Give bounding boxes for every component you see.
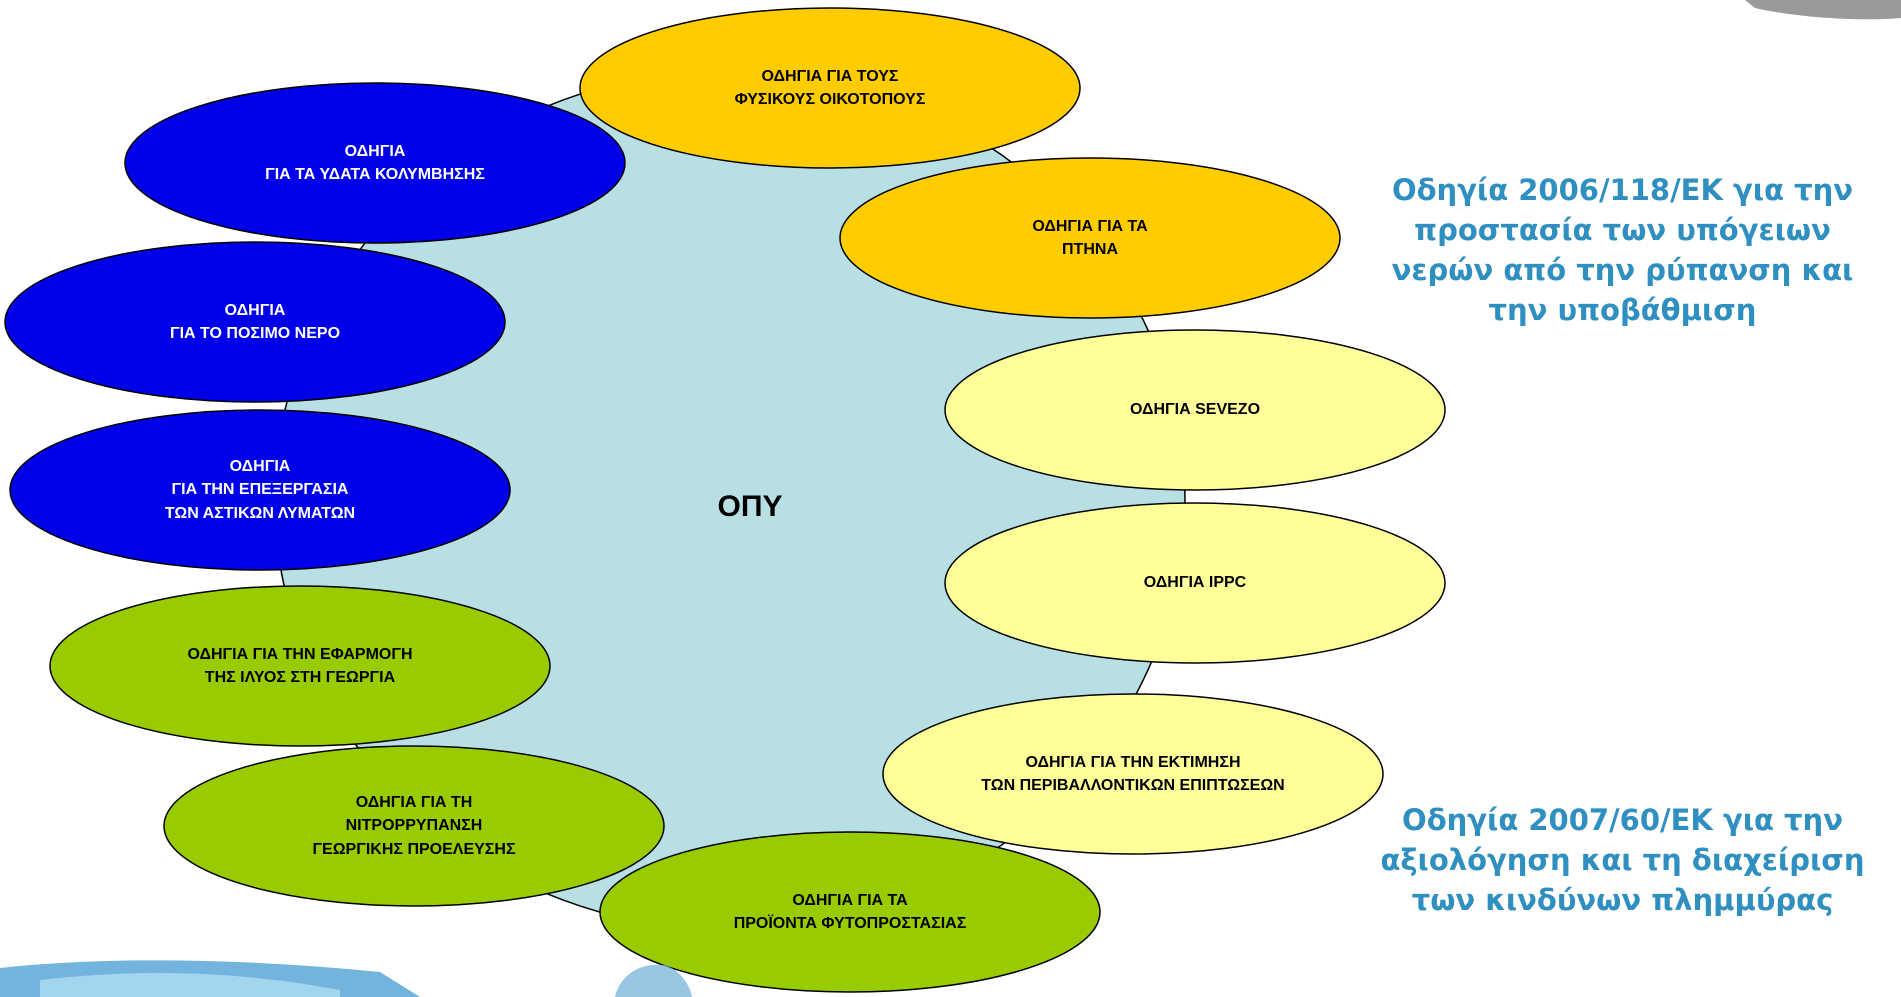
node-ellipse-ippc (944, 502, 1446, 664)
floods-directive-note: Οδηγία 2007/60/ΕΚ για την αξιολόγηση και… (1380, 803, 1865, 918)
node-ellipse-birds (839, 157, 1341, 319)
node-ellipse-urban-wastewater (9, 409, 511, 571)
node-ellipse-plant-protection (599, 831, 1101, 993)
water-splash-decoration (615, 964, 692, 997)
node-ellipse-nitrates (163, 745, 665, 907)
node-ellipse-eia (882, 693, 1384, 855)
node-ellipse-habitats (579, 7, 1081, 169)
node-ellipse-seveso (944, 329, 1446, 491)
corner-decoration (1745, 0, 1901, 20)
center-label: ΟΠΥ (717, 490, 783, 523)
water-wave-decoration-light (40, 973, 340, 997)
node-ellipse-bathing-water (124, 82, 626, 244)
node-ellipse-sludge-agriculture (49, 585, 551, 747)
groundwater-directive-note: Οδηγία 2006/118/ΕΚ για την προστασία των… (1391, 173, 1854, 328)
node-ellipse-drinking-water (4, 241, 506, 403)
